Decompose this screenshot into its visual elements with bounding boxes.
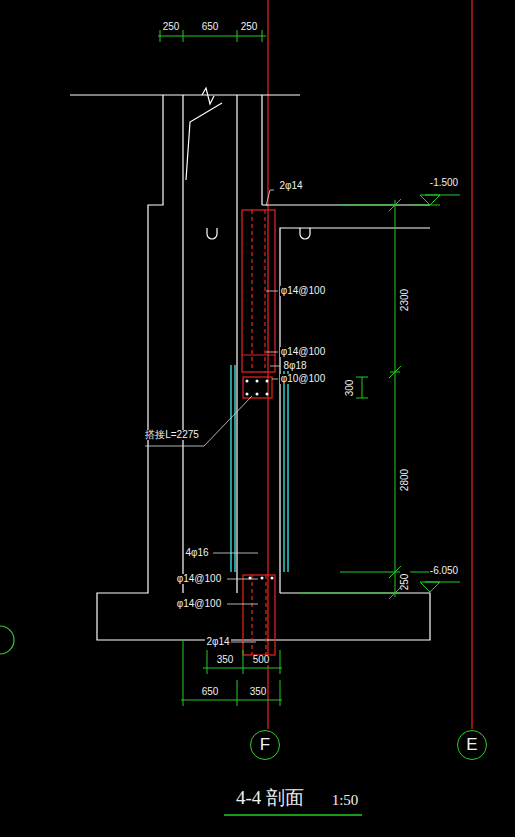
dimension-label: 250 — [240, 22, 259, 32]
dimension-label: 300 — [345, 379, 355, 398]
rebar-dots — [246, 380, 274, 580]
dimension-label: 4φ16 — [184, 548, 209, 558]
dimension-label: 2φ14 — [278, 181, 303, 191]
dimension-label: 250 — [400, 573, 410, 592]
concrete-outline — [70, 88, 430, 640]
scale-label: 1:50 — [331, 793, 360, 808]
axis-lines — [0, 0, 472, 729]
dimension-label: 搭接L=2275 — [144, 430, 200, 440]
dimension-label: 8φ18 — [282, 361, 307, 371]
rebar — [242, 210, 275, 655]
dimension-label: 2800 — [400, 468, 410, 492]
dimension-label: φ10@100 — [280, 374, 326, 384]
axis-label: F — [260, 735, 270, 755]
dimension-label: 250 — [162, 22, 181, 32]
dimension-label: 350 — [249, 687, 268, 697]
dimension-label: φ14@100 — [280, 347, 326, 357]
axis-bubble: F — [250, 730, 280, 760]
dimension-label: φ14@100 — [280, 286, 326, 296]
dimension-label: 650 — [201, 687, 220, 697]
dimension-label: 500 — [252, 655, 271, 665]
axis-bubble: E — [457, 730, 487, 760]
lap-bars — [231, 365, 288, 572]
axis-label: E — [466, 735, 477, 755]
dimension-lines — [158, 30, 460, 815]
dimension-label: -1.500 — [429, 178, 459, 188]
dimension-label: φ14@100 — [176, 599, 222, 609]
dimension-label: φ14@100 — [176, 574, 222, 584]
section-title: 4-4 剖面 — [236, 785, 304, 811]
dimension-label: 2φ14 — [205, 637, 230, 647]
dimension-label: 350 — [216, 655, 235, 665]
dimension-label: 650 — [201, 22, 220, 32]
dimension-label: 2300 — [400, 288, 410, 312]
leaders — [145, 190, 280, 642]
dimension-label: -6.050 — [429, 566, 459, 576]
